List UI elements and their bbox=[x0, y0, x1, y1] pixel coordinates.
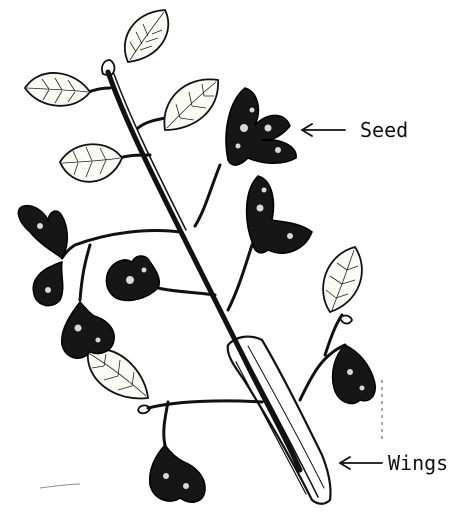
seed-callout: Seed bbox=[302, 118, 408, 142]
buds bbox=[102, 60, 352, 413]
seed-left-cluster bbox=[18, 206, 67, 306]
leaf-upper-left bbox=[25, 73, 90, 106]
wings-callout: Wings bbox=[340, 451, 448, 475]
seed-mid-right bbox=[247, 176, 312, 253]
seed-label: Seed bbox=[360, 118, 408, 142]
seed-right bbox=[333, 345, 376, 404]
seed-cluster-top-right bbox=[226, 88, 296, 165]
wings-label: Wings bbox=[388, 451, 448, 475]
leaf-upper-right bbox=[164, 79, 218, 130]
seed-middle-left bbox=[106, 256, 159, 300]
branch-stems bbox=[62, 88, 345, 445]
seed-lower-left bbox=[62, 302, 114, 358]
leaf-right bbox=[323, 247, 362, 312]
leaf-lower-left bbox=[88, 349, 148, 398]
scan-artifacts bbox=[40, 380, 382, 488]
seed-bottom bbox=[150, 445, 205, 502]
leaf-middle-left bbox=[60, 144, 122, 182]
leaf-top bbox=[125, 10, 168, 62]
